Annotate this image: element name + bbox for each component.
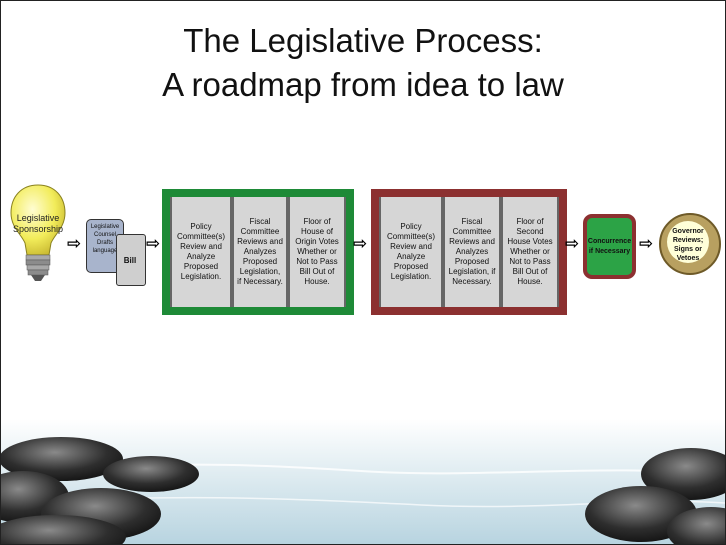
step-bill-label: Bill	[123, 256, 137, 265]
step-concurrence: Concurrence if Necessary	[583, 214, 636, 279]
arrow-2: ⇨	[146, 234, 161, 254]
lightbulb-icon	[10, 184, 66, 281]
document-scroll-icon	[116, 234, 146, 286]
origin-fiscal-committee: Fiscal Committee Reviews and Analyzes Pr…	[232, 197, 288, 307]
origin-policy-committee-text: Policy Committee(s) Review and Analyze P…	[176, 222, 225, 281]
second-policy-committee-text: Policy Committee(s) Review and Analyze P…	[386, 222, 435, 281]
arrow-1: ⇨	[67, 234, 82, 254]
second-policy-committee: Policy Committee(s) Review and Analyze P…	[379, 197, 443, 307]
arrow-5: ⇨	[639, 234, 654, 254]
state-seal-inner	[667, 221, 709, 263]
step-sponsorship-label: Legislative Sponsorship	[12, 213, 64, 234]
title-line-2: A roadmap from idea to law	[162, 66, 564, 103]
arrow-4: ⇨	[565, 234, 580, 254]
origin-policy-committee: Policy Committee(s) Review and Analyze P…	[170, 197, 232, 307]
second-house-group: Policy Committee(s) Review and Analyze P…	[371, 189, 567, 315]
water-stones-image	[1, 419, 725, 544]
step-counsel-label: Legislative Counsel Drafts language	[90, 224, 120, 254]
title-line-1: The Legislative Process:	[183, 22, 543, 59]
step-governor-label: Governor Reviews; Signs or Vetoes	[672, 228, 704, 262]
arrow-3: ⇨	[353, 234, 368, 254]
origin-floor-vote: Floor of House of Origin Votes Whether o…	[288, 197, 346, 307]
second-fiscal-committee: Fiscal Committee Reviews and Analyzes Pr…	[443, 197, 501, 307]
slide-title: The Legislative Process: A roadmap from …	[1, 19, 725, 107]
second-fiscal-committee-text: Fiscal Committee Reviews and Analyzes Pr…	[448, 217, 496, 286]
origin-floor-vote-text: Floor of House of Origin Votes Whether o…	[295, 217, 339, 286]
second-floor-vote-text: Floor of Second House Votes Whether or N…	[507, 217, 553, 286]
step-concurrence-text: Concurrence if Necessary	[587, 237, 632, 255]
origin-fiscal-committee-text: Fiscal Committee Reviews and Analyzes Pr…	[237, 217, 283, 286]
house-of-origin-group: Policy Committee(s) Review and Analyze P…	[162, 189, 354, 315]
second-floor-vote: Floor of Second House Votes Whether or N…	[501, 197, 559, 307]
